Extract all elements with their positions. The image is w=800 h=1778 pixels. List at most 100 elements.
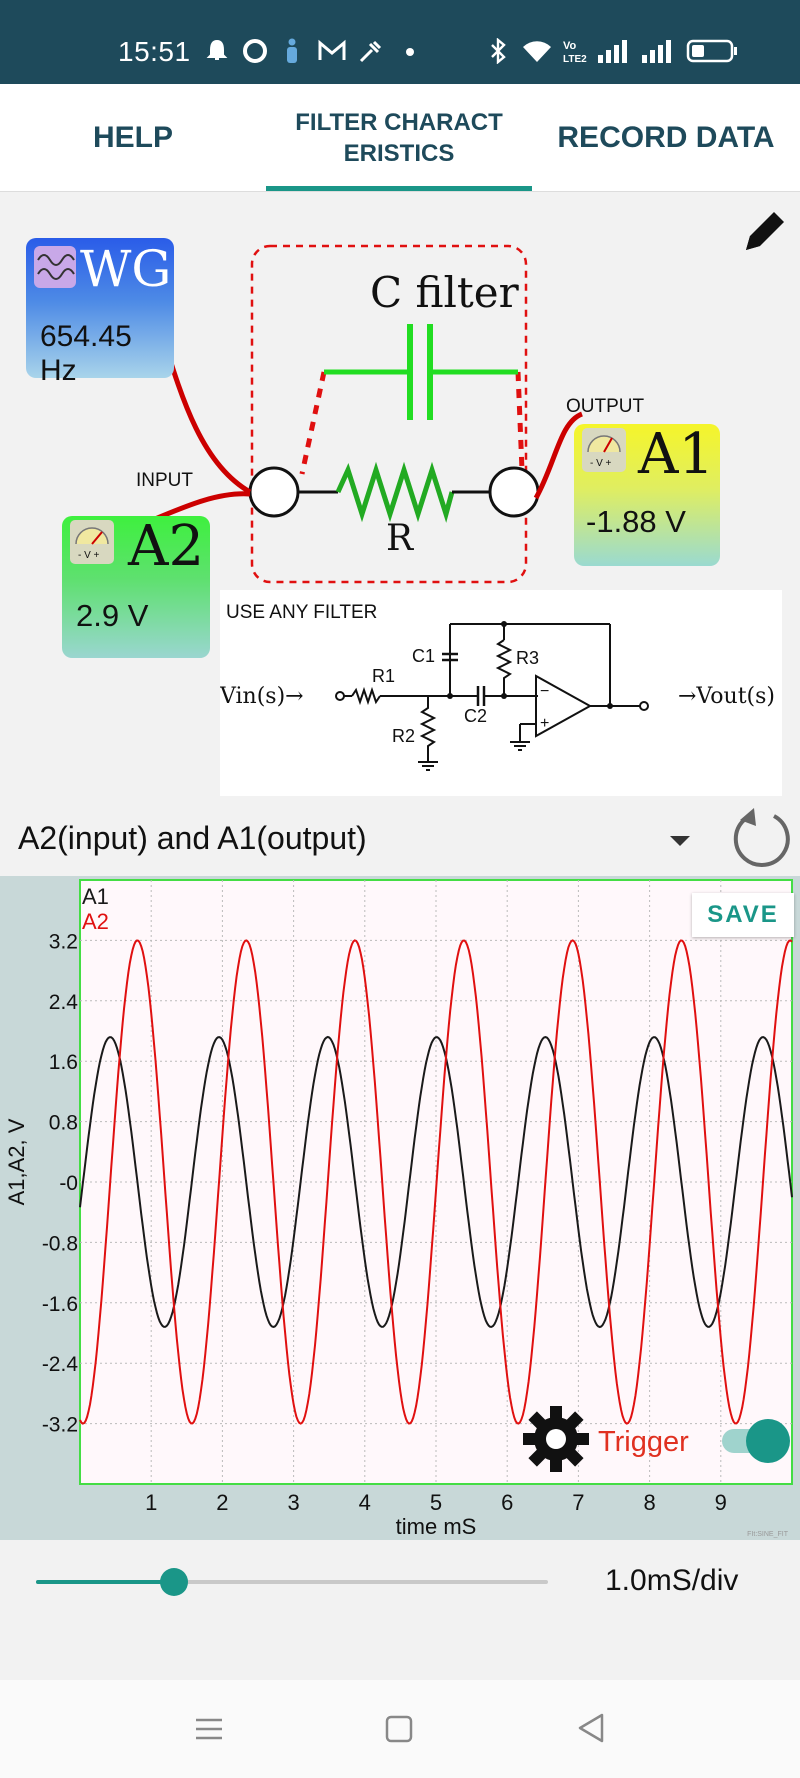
- resistor-label: R: [386, 518, 414, 559]
- x-tick-label: 2: [216, 1490, 228, 1515]
- battery-icon: [686, 39, 737, 63]
- svg-text:C1: C1: [412, 646, 435, 666]
- channel-select-value: A2(input) and A1(output): [18, 820, 367, 856]
- signal-icon: [598, 40, 627, 63]
- svg-text:+: +: [540, 715, 549, 732]
- wg-panel[interactable]: WG 654.45 Hz: [26, 238, 174, 387]
- capacitor-left-wire: [299, 371, 327, 475]
- svg-text:LTE2: LTE2: [563, 54, 587, 64]
- circuit-diagram: WG 654.45 Hz INPUT OUTPUT C filter R - V…: [0, 192, 800, 797]
- dropdown-arrow-icon[interactable]: [668, 834, 692, 848]
- tab-record-data[interactable]: RECORD DATA: [532, 84, 800, 192]
- tool-icon: [359, 40, 382, 63]
- svg-text:R3: R3: [516, 648, 539, 668]
- notification-bell-icon: [206, 39, 228, 60]
- person-icon: [287, 38, 297, 63]
- a2-value: 2.9 V: [76, 598, 149, 633]
- waveform-generator-icon: [34, 246, 76, 288]
- menu-icon[interactable]: [194, 1714, 224, 1744]
- x-axis-label: time mS: [396, 1514, 477, 1539]
- timebase-control: 1.0mS/div: [0, 1540, 800, 1680]
- timebase-label: 1.0mS/div: [605, 1564, 739, 1597]
- circle-app-icon: [243, 39, 267, 63]
- y-tick-label: -0.8: [42, 1232, 78, 1255]
- x-tick-label: 3: [287, 1490, 299, 1515]
- wg-title: WG: [80, 240, 172, 298]
- timebase-slider-thumb[interactable]: [160, 1568, 189, 1596]
- gear-settings-icon[interactable]: [522, 1405, 590, 1473]
- x-tick-label: 7: [572, 1490, 584, 1515]
- tab-help-label: HELP: [92, 121, 173, 154]
- timebase-slider-track[interactable]: [36, 1580, 548, 1584]
- svg-text:C2: C2: [464, 706, 487, 726]
- x-tick-label: 6: [501, 1490, 513, 1515]
- a2-panel[interactable]: - V + A2 2.9 V: [62, 514, 210, 658]
- tab-help[interactable]: HELP: [0, 84, 266, 192]
- channel-select[interactable]: A2(input) and A1(output): [0, 800, 800, 876]
- resistor-zigzag: [335, 461, 455, 523]
- a2-title: A2: [128, 514, 205, 579]
- tab-filter-characteristics[interactable]: FILTER CHARACT ERISTICS: [266, 84, 532, 192]
- svg-text:Vin(s)→: Vin(s)→: [220, 684, 304, 709]
- wifi-icon: [523, 41, 551, 62]
- y-tick-label: -0: [59, 1172, 78, 1195]
- refresh-icon[interactable]: [726, 806, 796, 876]
- trigger-label: Trigger: [598, 1426, 689, 1458]
- filter-hint: USE ANY FILTER: [226, 602, 378, 623]
- save-button[interactable]: SAVE: [692, 893, 794, 937]
- tab-record-label: RECORD DATA: [557, 121, 775, 154]
- save-button-label: SAVE: [707, 901, 779, 928]
- capacitor-right-wire: [515, 371, 525, 471]
- tab-filter-label-line2: ERISTICS: [343, 140, 455, 167]
- wg-frequency: 654.45 Hz: [40, 320, 132, 387]
- svg-text:→Vout(s): →Vout(s): [678, 684, 775, 709]
- x-tick-label: 4: [359, 1490, 371, 1515]
- pencil-edit-icon[interactable]: [740, 206, 790, 256]
- y-tick-label: 0.8: [49, 1112, 78, 1135]
- a1-panel[interactable]: - V + A1 -1.88 V: [574, 422, 720, 566]
- legend-a2: A2: [82, 909, 109, 934]
- signal-icon: [642, 40, 671, 63]
- x-tick-label: 8: [643, 1490, 655, 1515]
- filter-schematic-panel[interactable]: USE ANY FILTER Vin(s)→ →Vout(s): [220, 590, 782, 796]
- x-tick-label: 9: [715, 1490, 727, 1515]
- home-square-icon[interactable]: [384, 1714, 414, 1744]
- x-tick-label: 1: [145, 1490, 157, 1515]
- status-time: 15:51: [118, 36, 191, 67]
- filter-title: C filter: [370, 268, 519, 317]
- output-node: [488, 466, 540, 518]
- timebase-slider-fill: [36, 1580, 175, 1584]
- active-tab-indicator: [266, 186, 532, 191]
- gmail-icon: [318, 39, 346, 60]
- active-filter-schematic: Vin(s)→ →Vout(s): [220, 621, 775, 771]
- svg-text:Vo: Vo: [563, 40, 577, 52]
- svg-text:−: −: [540, 683, 549, 700]
- input-node: [248, 466, 300, 518]
- back-triangle-icon[interactable]: [576, 1712, 606, 1744]
- svg-text:- V +: - V +: [590, 458, 612, 469]
- plot-footer-tag: FIt:SINE_FIT: [747, 1531, 789, 1538]
- bluetooth-icon: [491, 38, 506, 64]
- filter-dashed-box: [250, 244, 528, 584]
- svg-text:R2: R2: [392, 726, 415, 746]
- y-tick-label: 3.2: [49, 930, 78, 953]
- trace-a1: [79, 1035, 793, 1329]
- y-tick-label: 2.4: [49, 991, 79, 1014]
- y-tick-label: -1.6: [42, 1293, 78, 1316]
- input-label: INPUT: [136, 470, 193, 491]
- dot-icon: [406, 48, 414, 56]
- voltmeter-icon: - V +: [70, 520, 114, 564]
- navigation-bar: [0, 1680, 800, 1778]
- voltmeter-icon: - V +: [582, 428, 626, 472]
- tab-filter-label-line1: FILTER CHARACT: [295, 109, 503, 136]
- x-tick-label: 5: [430, 1490, 442, 1515]
- a1-value: -1.88 V: [586, 504, 686, 539]
- y-tick-label: -3.2: [42, 1414, 78, 1437]
- trigger-toggle[interactable]: [718, 1417, 792, 1465]
- output-label: OUTPUT: [566, 396, 645, 417]
- y-axis-label: A1,A2, V: [4, 1118, 29, 1205]
